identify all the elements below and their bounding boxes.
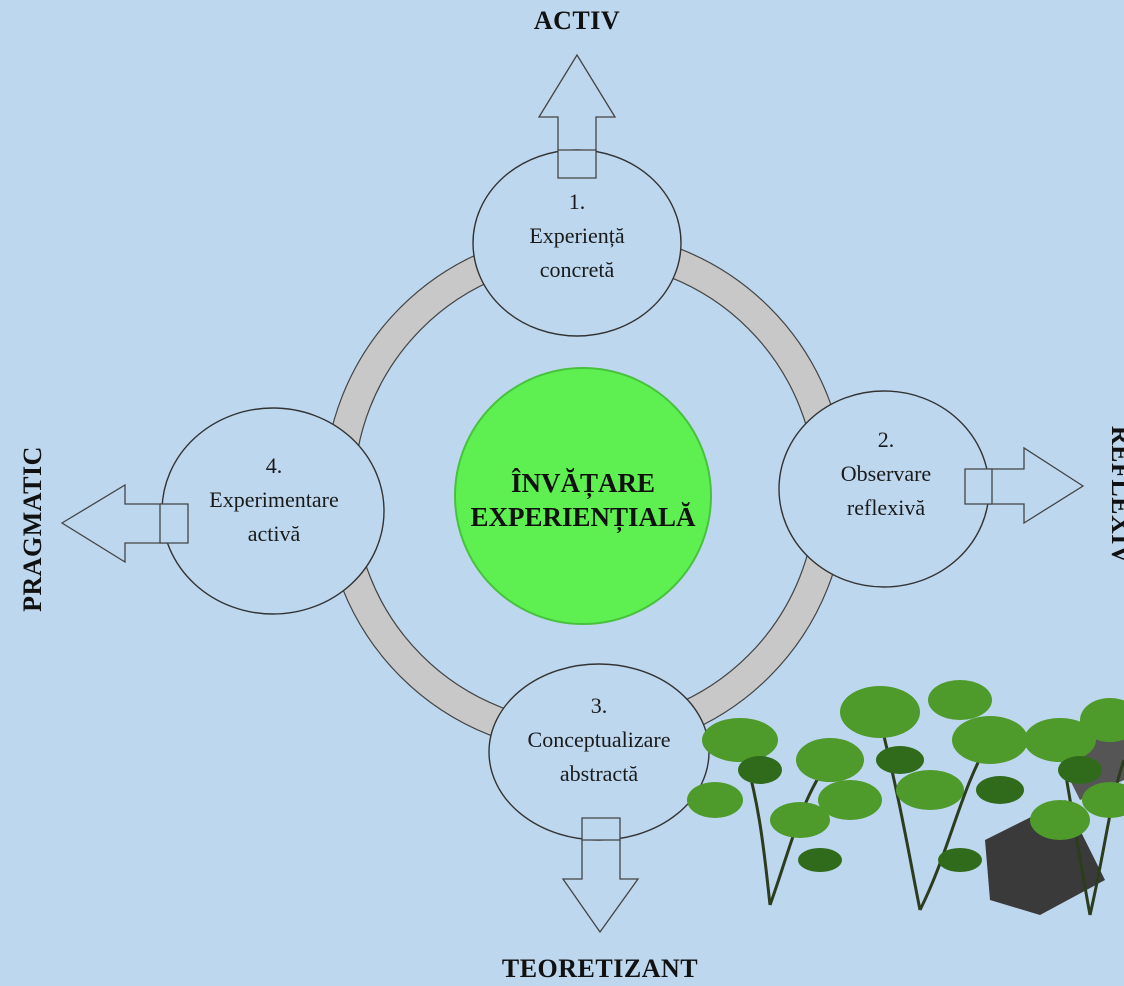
- stage-text-4b: activă: [247, 521, 301, 546]
- stage-number-3: 3.: [590, 693, 608, 718]
- stage-text-2b: reflexivă: [846, 495, 926, 520]
- center-title-line2: EXPERIENȚIALĂ: [470, 502, 696, 532]
- arrow-down-shaft: [581, 817, 621, 841]
- arrow-up-shaft: [557, 149, 597, 179]
- center-circle: [454, 367, 712, 625]
- center-title: ÎNVĂȚARE EXPERIENȚIALĂ: [444, 466, 722, 534]
- arrow-left-shaft: [159, 503, 189, 544]
- stage-text-1a: Experiență: [529, 223, 625, 248]
- plant-illustration: [687, 680, 1124, 916]
- stage-text-2a: Observare: [840, 461, 932, 486]
- stage-number-1: 1.: [568, 189, 586, 214]
- stage-label-1: 1. Experiență concretă: [497, 185, 657, 287]
- stage-text-4a: Experimentare: [209, 487, 339, 512]
- center-title-line1: ÎNVĂȚARE: [510, 468, 656, 498]
- direction-right: REFLEXIV: [1106, 425, 1124, 565]
- stage-label-3: 3. Conceptualizare abstractă: [499, 689, 699, 791]
- direction-top: ACTIV: [533, 6, 621, 35]
- direction-left: PRAGMATIC: [18, 446, 47, 612]
- stage-text-3a: Conceptualizare: [527, 727, 671, 752]
- stage-text-3b: abstractă: [559, 761, 639, 786]
- stage-label-4: 4. Experimentare activă: [184, 449, 364, 551]
- stage-text-1b: concretă: [539, 257, 615, 282]
- stage-number-2: 2.: [877, 427, 895, 452]
- direction-bottom: TEORETIZANT: [501, 954, 699, 983]
- stage-label-2: 2. Observare reflexivă: [806, 423, 966, 525]
- arrow-right-shaft: [964, 468, 993, 505]
- stage-number-4: 4.: [265, 453, 283, 478]
